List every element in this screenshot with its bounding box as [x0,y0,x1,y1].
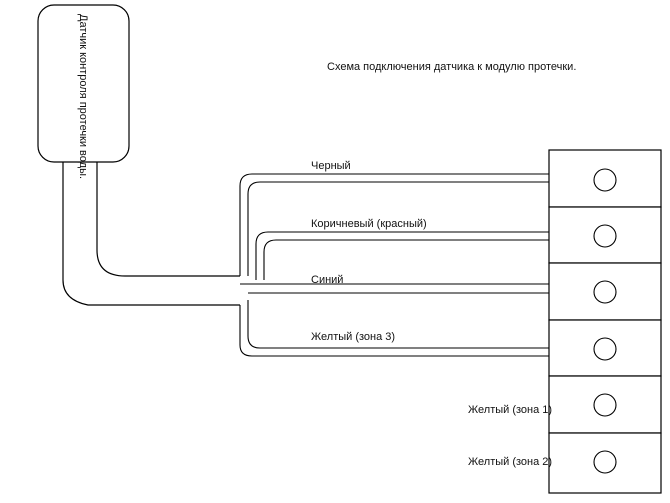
sensor-cable [62,162,240,306]
terminal-screw-icon [593,450,617,474]
leak-module-terminal-block [548,149,662,494]
wire-yellow-zone3 [239,300,549,357]
terminal-label-yellow-zone2: Желтый (зона 2) [468,456,552,468]
terminal-3 [548,262,662,321]
terminal-screw-icon [593,393,617,417]
terminal-6 [548,432,662,494]
wire-blue [240,283,549,294]
terminal-screw-icon [593,168,617,192]
diagram-title: Схема подключения датчика к модулю проте… [327,61,576,73]
terminal-1 [548,149,662,208]
terminal-4 [548,319,662,377]
sensor-label: Датчик контроля протечки воды. [77,14,89,179]
leak-sensor: Датчик контроля протечки воды. [37,4,130,179]
wire-brown [255,231,549,280]
terminal-screw-icon [593,337,617,361]
wire-black [239,173,549,276]
wire-label-blue: Синий [311,274,343,286]
wire-label-black: Черный [311,160,351,172]
terminal-label-yellow-zone1: Желтый (зона 1) [468,404,552,416]
terminal-screw-icon [593,280,617,304]
wire-label-brown: Коричневый (красный) [311,218,427,230]
terminal-2 [548,206,662,264]
terminal-screw-icon [593,224,617,248]
wire-label-yellow-zone3: Желтый (зона 3) [311,331,395,343]
terminal-5 [548,375,662,434]
